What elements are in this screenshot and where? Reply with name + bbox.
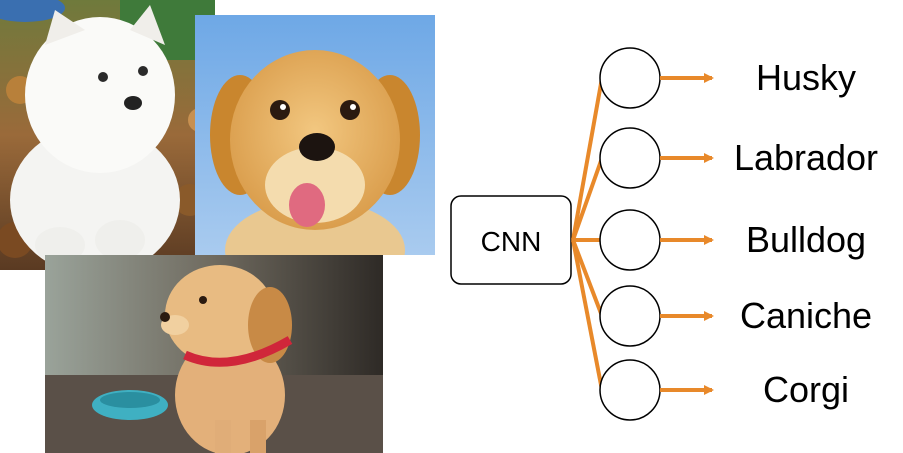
- class-label-bulldog: Bulldog: [746, 219, 866, 260]
- class-label-corgi: Corgi: [763, 369, 849, 410]
- output-node-caniche: [599, 285, 661, 347]
- cnn-box: [450, 195, 572, 285]
- class-label-labrador: Labrador: [734, 137, 878, 178]
- class-label-husky: Husky: [756, 57, 856, 98]
- branch-line-husky: [571, 77, 604, 241]
- output-node-bulldog: [599, 209, 661, 271]
- golden-puppy-photo: [195, 15, 435, 255]
- class-label-caniche: Caniche: [740, 295, 872, 336]
- output-node-labrador: [599, 127, 661, 189]
- branch-line-caniche: [571, 239, 604, 317]
- branch-line-labrador: [571, 157, 604, 241]
- retriever-puppy-photo: [45, 255, 383, 453]
- branch-line-corgi: [571, 239, 604, 391]
- cnn-label: CNN: [481, 226, 542, 257]
- output-node-husky: [599, 47, 661, 109]
- output-node-corgi: [599, 359, 661, 421]
